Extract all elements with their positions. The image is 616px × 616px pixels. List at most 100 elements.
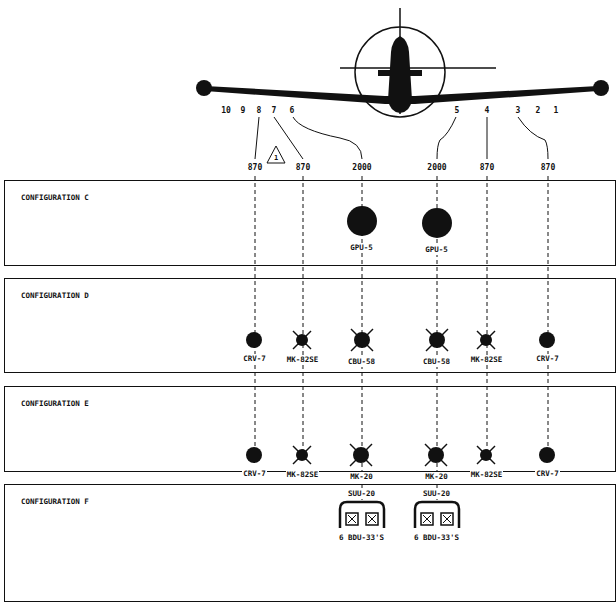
- station-number: 2: [536, 106, 541, 116]
- station-number: 1: [554, 106, 559, 116]
- drop-line: [548, 176, 549, 452]
- leader-line: [255, 117, 259, 159]
- dispenser-body: [415, 502, 459, 528]
- store-body: [296, 449, 308, 461]
- store-drops: [255, 176, 548, 500]
- store-item: SUU-20 6 BDU-33'S: [412, 489, 462, 543]
- configuration-band: CONFIGURATION FSUU-206 BDU-33'SSUU-206 B…: [4, 484, 616, 602]
- bomb-mark: [348, 515, 356, 523]
- bomb-mark: [423, 515, 431, 523]
- store-label: GPU-5: [424, 245, 449, 255]
- bomb-box: [346, 513, 358, 525]
- store-symbol: [345, 204, 379, 238]
- band-title: CONFIGURATION E: [21, 399, 89, 409]
- station-limit: 2000: [426, 163, 447, 173]
- station-limit: 870: [295, 163, 311, 173]
- configuration-band: CONFIGURATION C GPU-5 GPU-5: [4, 180, 616, 266]
- station-number: 3: [516, 106, 521, 116]
- store-body: [539, 447, 555, 463]
- leader-line: [487, 117, 488, 159]
- fin: [351, 329, 373, 351]
- bomb-mark: [368, 515, 376, 523]
- fin: [425, 444, 447, 466]
- leader-line: [437, 117, 456, 159]
- station-number: 6: [290, 106, 295, 116]
- bomb-box: [366, 513, 378, 525]
- store-label: CBU-58: [422, 357, 451, 367]
- dispenser-symbol: [337, 499, 387, 529]
- fin: [477, 331, 495, 349]
- store-item: CRV-7: [242, 331, 267, 364]
- bomb-mark: [443, 515, 451, 523]
- station-number: 8: [257, 106, 262, 116]
- store-label: MK-82SE: [286, 355, 320, 365]
- store-body: [353, 447, 369, 463]
- bomb-symbol: [292, 445, 312, 465]
- bomb-mark: [348, 515, 356, 523]
- bomb-box: [421, 513, 433, 525]
- store-item: SUU-20 6 BDU-33'S: [337, 489, 387, 543]
- fin: [293, 446, 311, 464]
- warning-triangle: [267, 146, 285, 163]
- store-label: SUU-20: [422, 489, 451, 499]
- fin: [293, 331, 311, 349]
- wingtip: [196, 80, 212, 96]
- station-limit: 2000: [351, 163, 372, 173]
- configuration-band: CONFIGURATION ECRV-7MK-82SEMK-20MK-20MK-…: [4, 386, 616, 472]
- store-item: GPU-5: [345, 204, 379, 253]
- store-body: [296, 334, 308, 346]
- station-limit: 870: [247, 163, 263, 173]
- store-item: CRV-7: [242, 446, 267, 479]
- fin: [350, 444, 372, 466]
- station-number: 10: [221, 106, 231, 116]
- store-label: MK-82SE: [470, 355, 504, 365]
- leader-line: [518, 117, 548, 159]
- fin: [426, 329, 448, 351]
- store-item: MK-82SE: [470, 330, 504, 365]
- store-label: GPU-5: [349, 243, 374, 253]
- store-item: CRV-7: [535, 446, 560, 479]
- drop-line: [255, 176, 256, 452]
- store-item: MK-82SE: [286, 445, 320, 480]
- store-item: CBU-58: [347, 328, 376, 367]
- store-item: GPU-5: [420, 206, 454, 255]
- store-label: 6 BDU-33'S: [413, 533, 460, 543]
- fin: [426, 329, 448, 351]
- wingtip: [593, 80, 609, 96]
- bomb-mark: [443, 515, 451, 523]
- bomb-symbol: [425, 328, 449, 352]
- store-label: MK-82SE: [470, 470, 504, 480]
- fin: [293, 331, 311, 349]
- store-body: [246, 447, 262, 463]
- store-item: CRV-7: [535, 331, 560, 364]
- store-body: [354, 332, 370, 348]
- station-leaders: [255, 117, 548, 159]
- bomb-symbol: [476, 445, 496, 465]
- store-body: [429, 332, 445, 348]
- rocket-pod-symbol: [245, 446, 263, 464]
- store-body: [428, 447, 444, 463]
- fin: [351, 329, 373, 351]
- band-title: CONFIGURATION D: [21, 291, 89, 301]
- bomb-symbol: [424, 443, 448, 467]
- dispenser-symbol: [412, 499, 462, 529]
- dispenser-body: [340, 502, 384, 528]
- store-body: [422, 208, 452, 238]
- drop-line: [487, 176, 488, 452]
- store-label: CRV-7: [242, 469, 267, 479]
- store-label: CRV-7: [535, 354, 560, 364]
- drop-line: [303, 176, 304, 452]
- store-body: [480, 334, 492, 346]
- bomb-box: [441, 513, 453, 525]
- configuration-band: CONFIGURATION DCRV-7MK-82SECBU-58CBU-58M…: [4, 278, 616, 373]
- bomb-symbol: [350, 328, 374, 352]
- station-number: 4: [485, 106, 490, 116]
- store-label: 6 BDU-33'S: [338, 533, 385, 543]
- band-title: CONFIGURATION C: [21, 193, 89, 203]
- bomb-mark: [423, 515, 431, 523]
- store-label: MK-20: [349, 472, 374, 482]
- store-label: SUU-20: [347, 489, 376, 499]
- station-limit: 870: [540, 163, 556, 173]
- bomb-symbol: [292, 330, 312, 350]
